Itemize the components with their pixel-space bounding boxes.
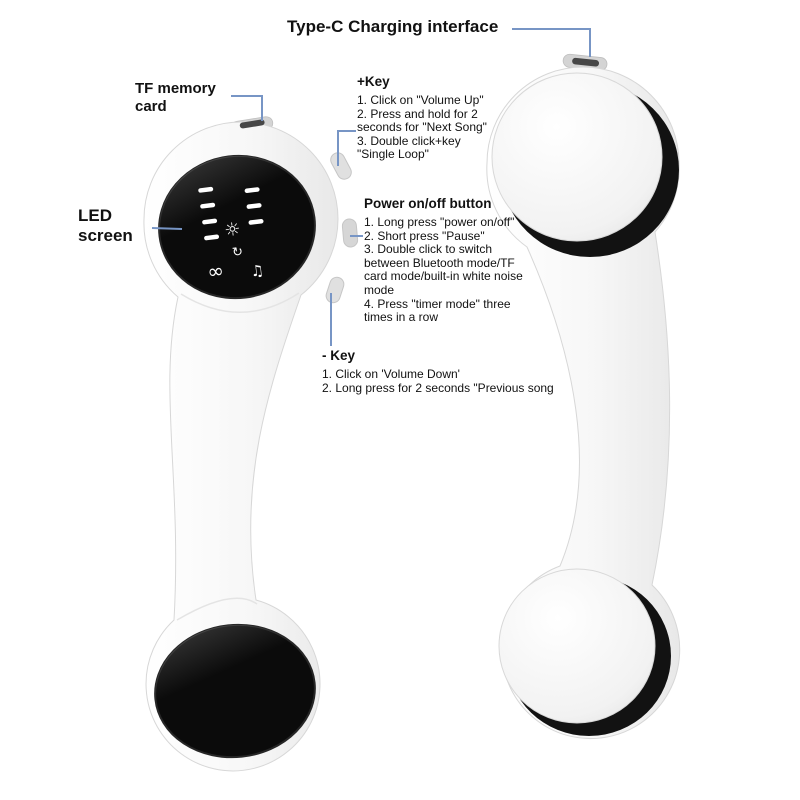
annotation-minus-key: - Key 1. Click on 'Volume Down' 2. Long … (322, 348, 587, 395)
gear-icon: ☼ (223, 219, 242, 242)
callout-lines (151, 28, 591, 346)
type-c-callout-line (512, 28, 591, 57)
minus-key-button (325, 276, 345, 304)
led-screen-label: LED screen (78, 206, 133, 245)
left-device: ☼ ↻ ∞ ♫ (143, 116, 359, 772)
speaker-pad (154, 623, 316, 759)
led-screen-content: ☼ ↻ ∞ ♫ (198, 186, 265, 284)
plus-key-callout-line (337, 130, 356, 166)
tf-card-slot (239, 119, 265, 129)
power-instructions: 1. Long press "power on/off" 2. Short pr… (364, 215, 523, 325)
annotation-type-c: Type-C Charging interface (287, 17, 498, 37)
plus-key-instructions: 1. Click on "Volume Up" 2. Press and hol… (357, 93, 487, 162)
annotation-led-screen: LED screen (78, 206, 133, 246)
minus-key-instructions: 1. Click on 'Volume Down' 2. Long press … (322, 367, 554, 395)
annotation-power: Power on/off button 1. Long press "power… (364, 196, 546, 325)
led-screen: ☼ ↻ ∞ ♫ (158, 154, 316, 300)
right-device (486, 53, 681, 740)
music-note-icon: ♫ (249, 261, 265, 281)
led-screen-callout-line (151, 227, 183, 230)
annotation-plus-key: +Key 1. Click on "Volume Up" 2. Press an… (357, 74, 512, 162)
top-disc (491, 72, 679, 257)
plus-key-label: +Key (357, 74, 390, 89)
led-segment-bars (198, 186, 264, 241)
minus-key-label: - Key (322, 348, 356, 363)
bottom-disc (498, 568, 671, 736)
plus-key-button (330, 152, 352, 180)
left-device-seam-bottom (176, 597, 258, 621)
infinity-icon: ∞ (206, 258, 225, 284)
left-device-seam-top (180, 292, 300, 313)
tf-card-callout-line (231, 95, 263, 121)
repeat-icon: ↻ (231, 245, 244, 261)
power-label: Power on/off button (364, 196, 492, 211)
type-c-label: Type-C Charging interface (287, 17, 499, 36)
annotation-tf-card: TF memory card (135, 80, 216, 116)
tf-card-label: TF memory card (135, 80, 216, 115)
power-button (341, 218, 359, 248)
type-c-port (572, 57, 600, 67)
